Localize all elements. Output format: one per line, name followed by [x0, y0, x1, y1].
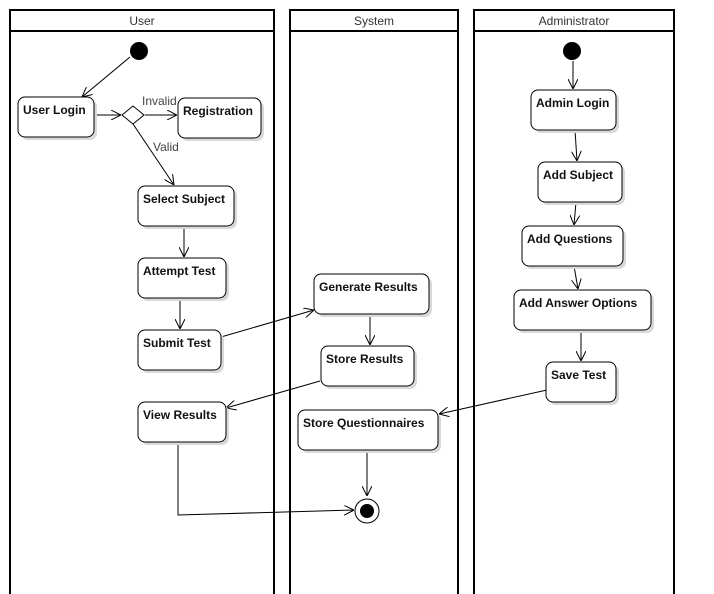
edges [82, 56, 581, 516]
action-add-questions: Add Questions [521, 225, 626, 269]
action-attempt-test: Attempt Test [137, 257, 229, 301]
guard-valid: Valid [153, 140, 179, 154]
action-registration: Registration [177, 97, 264, 141]
action-view-results: View Results [137, 401, 229, 445]
edge-save-questionnaires [439, 389, 548, 414]
action-submit-test-label: Submit Test [143, 336, 211, 350]
edge-start-user-login [82, 56, 131, 97]
action-attempt-test-label: Attempt Test [143, 264, 215, 278]
edge-decision-select-subject [132, 123, 174, 185]
final-node [354, 498, 380, 524]
action-add-answer-options-label: Add Answer Options [519, 296, 638, 310]
action-admin-login-label: Admin Login [536, 96, 609, 110]
action-select-subject: Select Subject [137, 185, 237, 229]
action-add-answer-options: Add Answer Options [513, 289, 654, 333]
lane-system: System [289, 9, 459, 594]
lane-system-title: System [354, 14, 394, 28]
login-decision-node [121, 105, 145, 125]
action-add-subject: Add Subject [537, 161, 625, 205]
lane-user-title: User [129, 14, 154, 28]
action-save-test-label: Save Test [551, 368, 606, 382]
action-submit-test: Submit Test [137, 329, 224, 373]
edge-add-subject-questions [574, 201, 576, 225]
lane-administrator: Administrator [473, 9, 675, 594]
user-initial-node [130, 42, 148, 60]
action-user-login-label: User Login [23, 103, 86, 117]
action-user-login: User Login [17, 96, 97, 140]
action-view-results-label: View Results [143, 408, 217, 422]
action-select-subject-label: Select Subject [143, 192, 225, 206]
lane-user: User [9, 9, 275, 594]
action-store-questionnaires-label: Store Questionnaires [303, 416, 425, 430]
edge-login-add-subject [575, 129, 577, 161]
lane-administrator-title: Administrator [539, 14, 610, 28]
edge-view-final [177, 442, 354, 516]
edge-submit-generate [220, 310, 314, 338]
edge-questions-options [574, 265, 578, 289]
action-store-questionnaires: Store Questionnaires [297, 409, 441, 453]
action-store-results: Store Results [320, 345, 417, 389]
action-add-questions-label: Add Questions [527, 232, 613, 246]
action-generate-results: Generate Results [313, 273, 432, 317]
action-add-subject-label: Add Subject [543, 168, 613, 182]
action-save-test: Save Test [545, 361, 619, 405]
edge-store-view [226, 380, 321, 408]
action-registration-label: Registration [183, 104, 253, 118]
admin-initial-node [563, 42, 581, 60]
action-generate-results-label: Generate Results [319, 280, 418, 294]
guard-invalid: Invalid [142, 94, 177, 108]
action-store-results-label: Store Results [326, 352, 404, 366]
action-admin-login: Admin Login [530, 89, 619, 133]
